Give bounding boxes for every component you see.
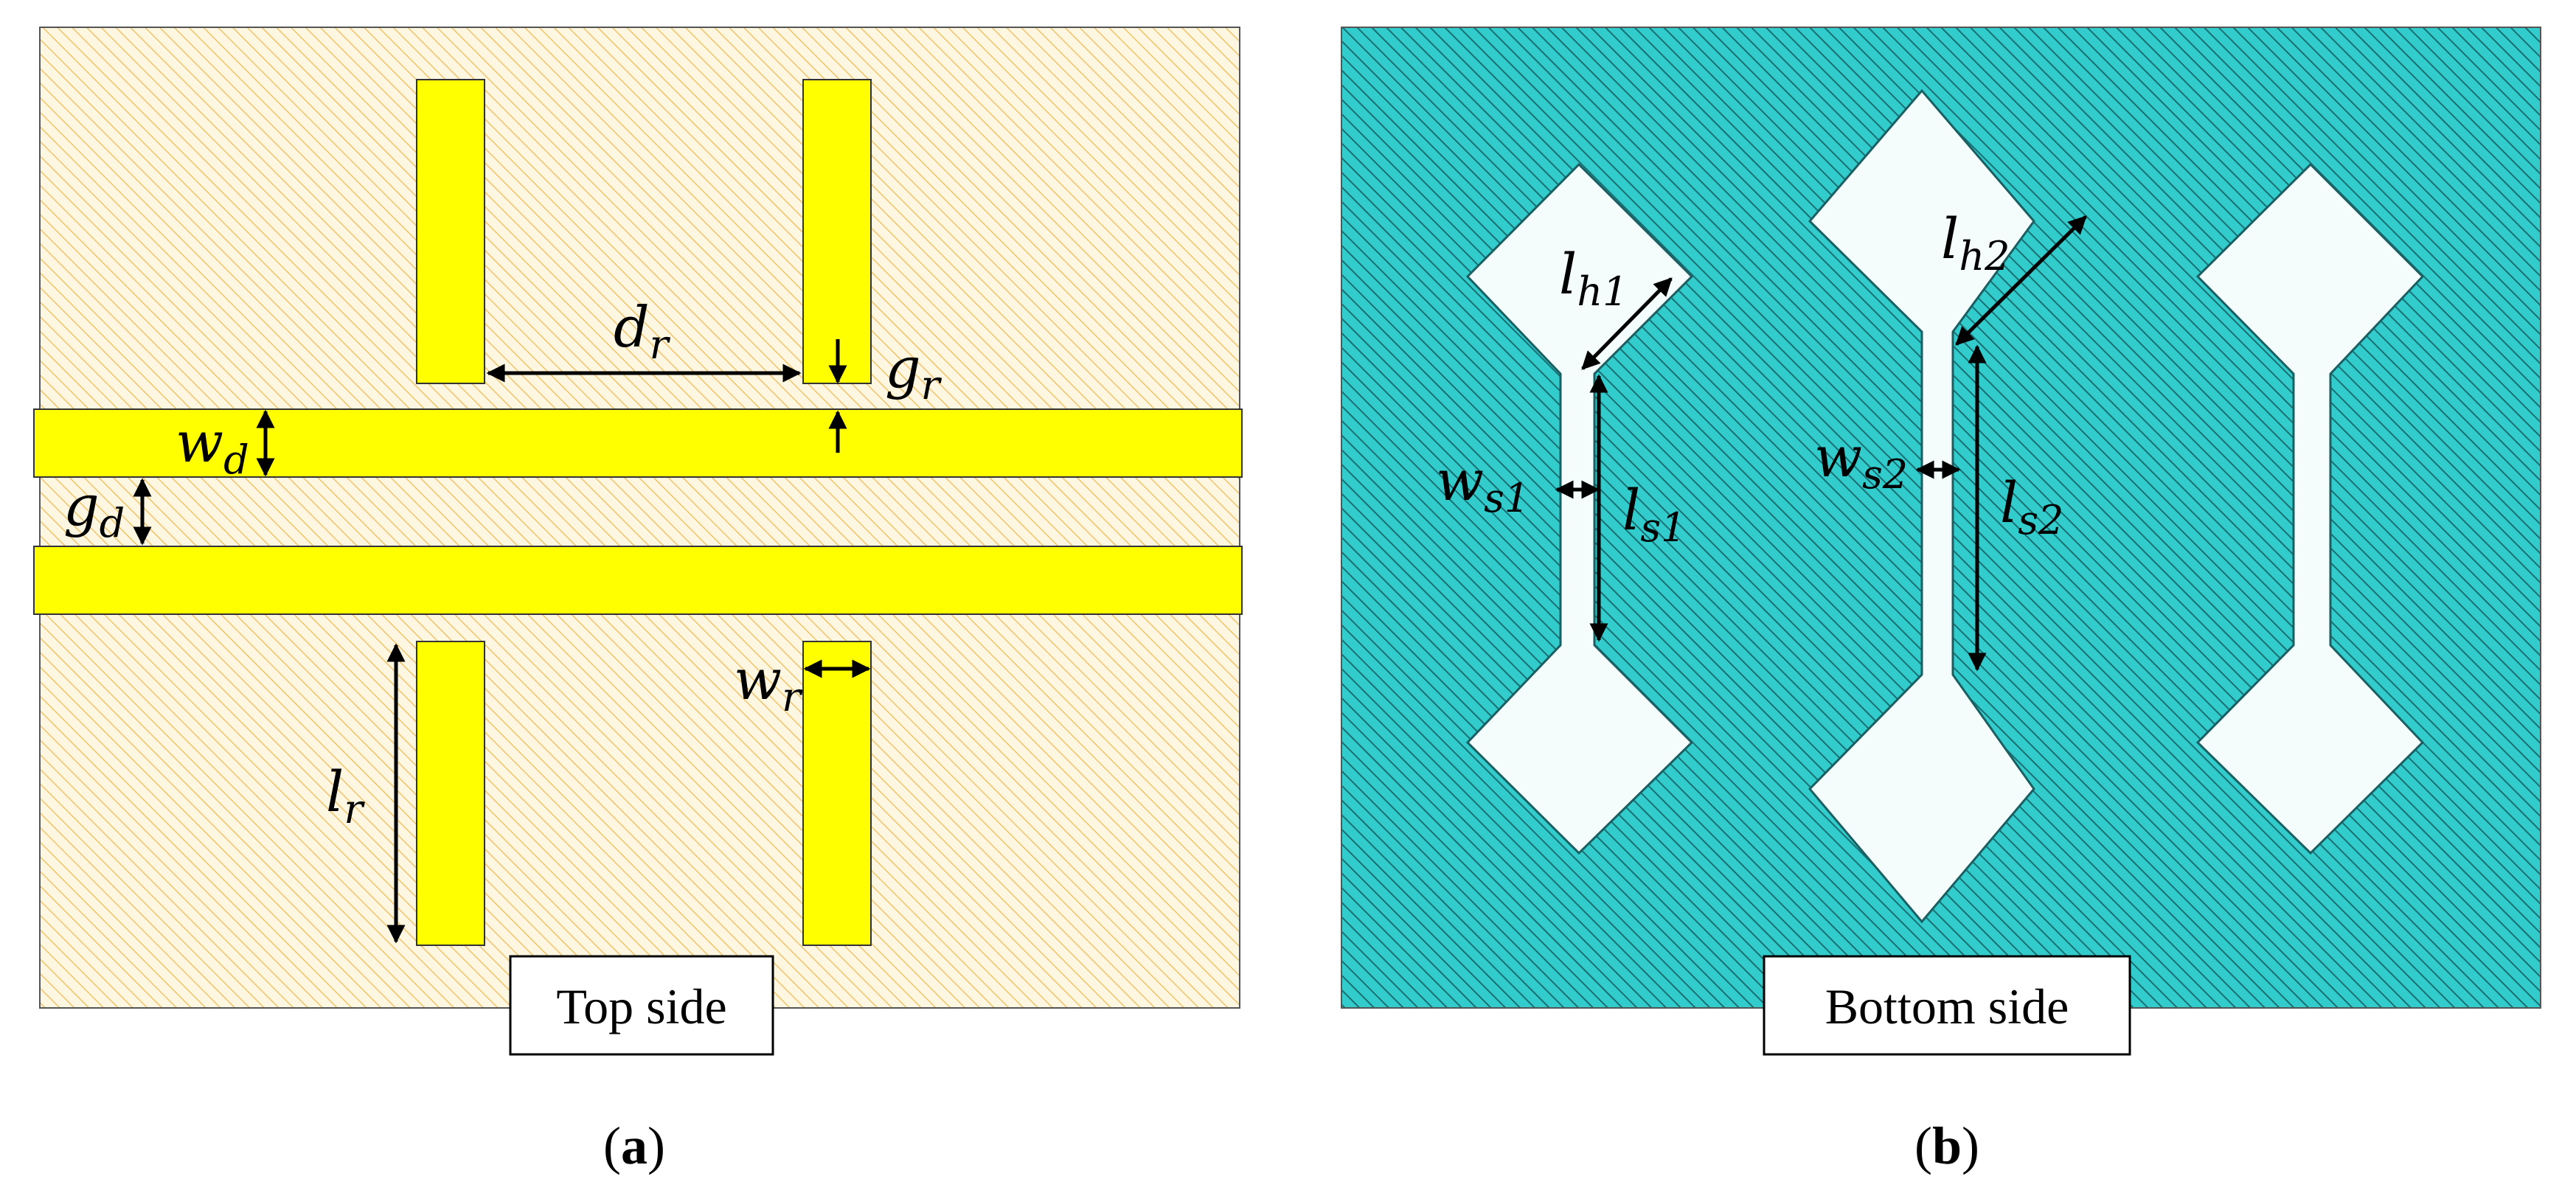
resonator-top-left [416,79,485,384]
resonator-bottom-right [802,641,872,946]
resonator-bottom-left [416,641,485,946]
label-ls2: ls2 [2000,470,2063,543]
label-gr: gr [885,335,942,408]
bottom-side-label: Bottom side [1825,978,2069,1034]
bottom-side-label-box [1763,955,2131,1056]
panel-a-top-side: dr gr wd gd wr lr Top side (a) [33,27,1243,1175]
label-lh1: lh1 [1559,241,1628,315]
lh2-arrow [1955,215,2087,346]
top-side-label: Top side [556,978,726,1034]
resonator-top-right [802,79,872,384]
label-ls1: ls1 [1622,477,1686,551]
slot-3-dumbbell [2195,162,2425,855]
feed-line-lower [33,546,1243,615]
label-lh2: lh2 [1941,206,2010,279]
label-dr: dr [614,294,671,368]
label-wr: wr [734,647,803,720]
caption-b: (b) [1914,1116,1979,1175]
panel-b-bottom-side: lh1 lh2 ws1 ls1 ws2 ls2 Bottom side (b) [1341,27,2541,1175]
top-side-label-box [509,955,774,1056]
feed-line-upper [33,408,1243,478]
substrate-top [39,27,1240,1009]
label-wd: wd [176,409,249,483]
label-ws1: ws1 [1436,448,1530,521]
label-lr: lr [326,759,365,832]
label-gd: gd [63,473,125,546]
label-ws2: ws2 [1814,424,1908,498]
lh1-arrow [1581,277,1673,370]
caption-a: (a) [603,1116,665,1175]
